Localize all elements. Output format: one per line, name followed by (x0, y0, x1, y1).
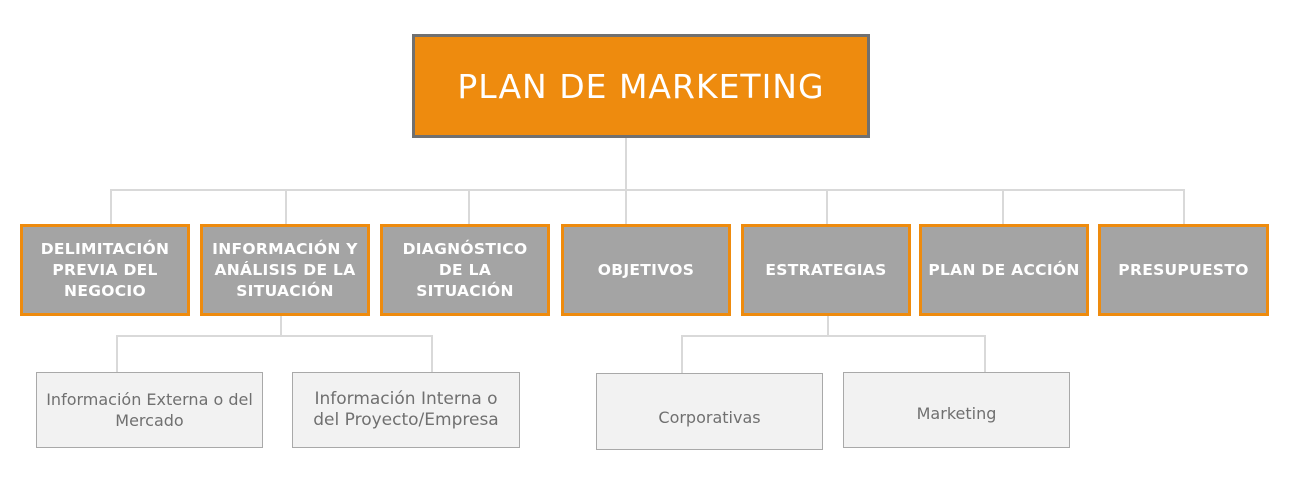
sub-node-label: Corporativas (658, 408, 761, 427)
sub-node-label: Marketing (916, 403, 997, 423)
connector-drop-4 (625, 189, 627, 224)
category-informacion-analisis: INFORMACIÓN Y ANÁLISIS DE LA SITUACIÓN (200, 224, 370, 316)
category-estrategias: ESTRATEGIAS (741, 224, 911, 316)
connector-main-horizontal (110, 189, 1185, 191)
category-label: DIAGNÓSTICO DE LA SITUACIÓN (402, 239, 528, 300)
root-node-label: PLAN DE MARKETING (457, 66, 825, 106)
category-presupuesto: PRESUPUESTO (1098, 224, 1269, 316)
connector-estrategias-horizontal (681, 335, 986, 337)
category-label: ESTRATEGIAS (765, 260, 887, 279)
sub-node-label: Información Externa o del Mercado (46, 390, 253, 430)
connector-estrategias-left-drop (681, 335, 683, 373)
connector-drop-3 (468, 189, 470, 224)
connector-drop-5 (826, 189, 828, 224)
connector-drop-6 (1002, 189, 1004, 224)
sub-node-informacion-externa: Información Externa o del Mercado (36, 372, 263, 448)
category-label: DELIMITACIÓN PREVIA DEL NEGOCIO (40, 239, 170, 300)
sub-node-marketing: Marketing (843, 372, 1070, 448)
category-label: INFORMACIÓN Y ANÁLISIS DE LA SITUACIÓN (212, 239, 358, 300)
connector-info-left-drop (116, 335, 118, 372)
connector-info-horizontal (116, 335, 433, 337)
sub-node-informacion-interna: Información Interna o del Proyecto/Empre… (292, 372, 520, 448)
category-label: PLAN DE ACCIÓN (928, 260, 1080, 279)
sub-node-corporativas: Corporativas (596, 373, 823, 450)
category-label: OBJETIVOS (597, 260, 695, 279)
sub-node-label: Información Interna o del Proyecto/Empre… (313, 389, 499, 430)
root-node-plan-de-marketing: PLAN DE MARKETING (412, 34, 870, 138)
category-label: PRESUPUESTO (1118, 260, 1249, 279)
connector-estrategias-down (827, 316, 829, 336)
connector-estrategias-right-drop (984, 335, 986, 372)
connector-info-right-drop (431, 335, 433, 372)
connector-drop-1 (110, 189, 112, 224)
category-delimitacion: DELIMITACIÓN PREVIA DEL NEGOCIO (20, 224, 190, 316)
connector-drop-2 (285, 189, 287, 224)
category-diagnostico: DIAGNÓSTICO DE LA SITUACIÓN (380, 224, 550, 316)
connector-root-down (625, 138, 627, 190)
category-objetivos: OBJETIVOS (561, 224, 731, 316)
connector-info-down (280, 316, 282, 336)
category-plan-de-accion: PLAN DE ACCIÓN (919, 224, 1089, 316)
connector-drop-7 (1183, 189, 1185, 224)
